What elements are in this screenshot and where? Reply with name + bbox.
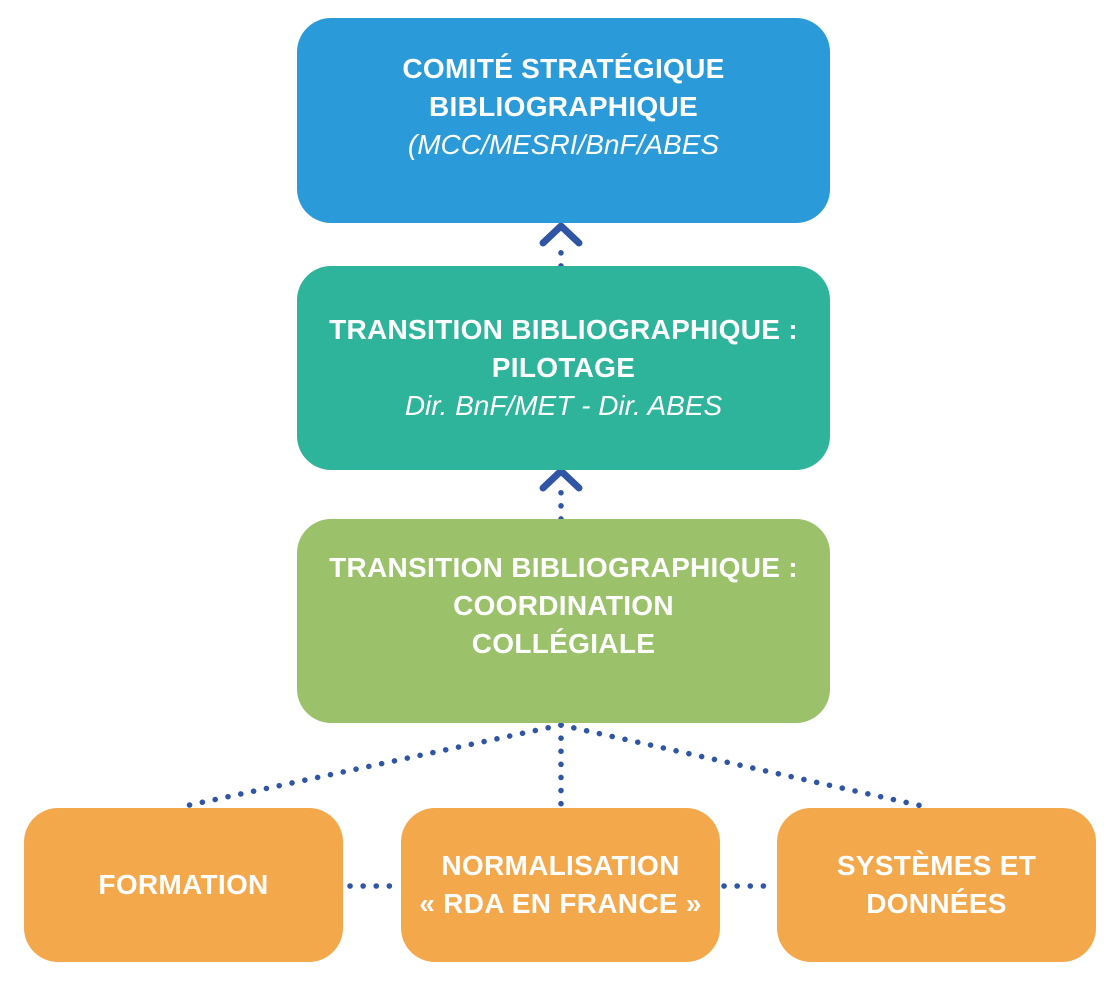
- coordination-title-line1: TRANSITION BIBLIOGRAPHIQUE :: [329, 552, 798, 583]
- coordination-title-line2: COORDINATION: [453, 590, 674, 621]
- dotted-line-coordination-to-systemes: [558, 722, 925, 809]
- systemes-label-line2: DONNÉES: [866, 888, 1007, 919]
- systemes-box: SYSTÈMES ET DONNÉES: [777, 808, 1096, 962]
- dotted-line-coordination-to-formation: [182, 722, 564, 809]
- normalisation-label-line1: NORMALISATION: [441, 850, 680, 881]
- arrowhead-up-icon: [539, 222, 583, 247]
- pilotage-title-line2: PILOTAGE: [491, 352, 636, 383]
- formation-label: FORMATION: [98, 869, 269, 900]
- arrowhead-up-icon: [539, 467, 583, 492]
- normalisation-label-line2: « RDA EN FRANCE »: [419, 888, 702, 919]
- comite-title-line1: COMITÉ STRATÉGIQUE: [402, 53, 725, 84]
- systemes-label-line1: SYSTÈMES ET: [836, 850, 1037, 881]
- comite-title-line2: BIBLIOGRAPHIQUE: [429, 91, 698, 122]
- coordination-box: TRANSITION BIBLIOGRAPHIQUE : COORDINATIO…: [297, 519, 830, 723]
- pilotage-box: TRANSITION BIBLIOGRAPHIQUE : PILOTAGE Di…: [297, 266, 830, 470]
- normalisation-box: NORMALISATION « RDA EN FRANCE »: [401, 808, 720, 962]
- formation-box: FORMATION: [24, 808, 343, 962]
- comite-members: (MCC/MESRI/BnF/ABES: [407, 129, 720, 160]
- coordination-title-line3: COLLÉGIALE: [471, 628, 656, 659]
- pilotage-members: Dir. BnF/MET - Dir. ABES: [404, 390, 723, 421]
- pilotage-title-line1: TRANSITION BIBLIOGRAPHIQUE :: [329, 314, 798, 345]
- comite-strategique-box: COMITÉ STRATÉGIQUE BIBLIOGRAPHIQUE (MCC/…: [297, 18, 830, 223]
